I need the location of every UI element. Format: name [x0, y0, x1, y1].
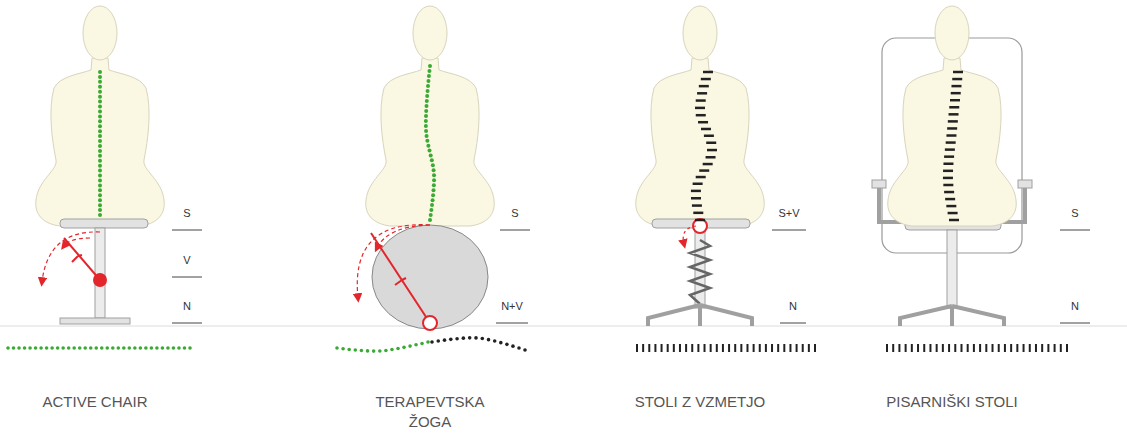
human-figure	[36, 6, 165, 226]
level-label: N	[183, 300, 191, 312]
therapy-ball	[357, 225, 488, 330]
spine-dashes	[943, 72, 963, 220]
active-chair	[42, 219, 148, 324]
level-line	[500, 230, 530, 231]
caption: STOLI Z VZMETJO	[625, 392, 775, 412]
level-label: N+V	[501, 300, 523, 312]
level-line	[172, 230, 202, 231]
caption: PISARNIŠKI STOLI	[877, 392, 1027, 412]
level-line	[780, 323, 806, 324]
level-label: S+V	[778, 207, 799, 219]
floor-line	[0, 326, 1127, 327]
ground-dashes	[887, 344, 1067, 352]
level-label: N	[1071, 300, 1079, 312]
ground-dots	[430, 336, 527, 352]
level-line	[172, 323, 202, 324]
level-label: S	[1071, 207, 1078, 219]
spring-chair	[648, 219, 752, 326]
ground-dots	[6, 346, 192, 350]
level-label: S	[511, 207, 518, 219]
human-figure	[888, 6, 1017, 226]
ground-dashes	[637, 344, 815, 352]
level-line	[496, 323, 528, 324]
spine-dots	[424, 64, 436, 222]
level-line	[1060, 230, 1090, 231]
human-figure	[366, 6, 495, 226]
caption: ACTIVE CHAIR	[20, 392, 170, 412]
level-line	[172, 277, 202, 278]
level-line	[1060, 323, 1090, 324]
level-label: V	[183, 254, 190, 266]
level-line	[772, 230, 806, 231]
caption: TERAPEVTSKA ŽOGA	[355, 392, 505, 432]
ground-dots	[335, 340, 430, 353]
level-label: N	[789, 300, 797, 312]
spine-dots	[98, 70, 102, 217]
office-chair	[872, 38, 1032, 326]
level-label: S	[183, 207, 190, 219]
spine-dashes	[691, 72, 717, 220]
human-figure	[636, 6, 765, 226]
